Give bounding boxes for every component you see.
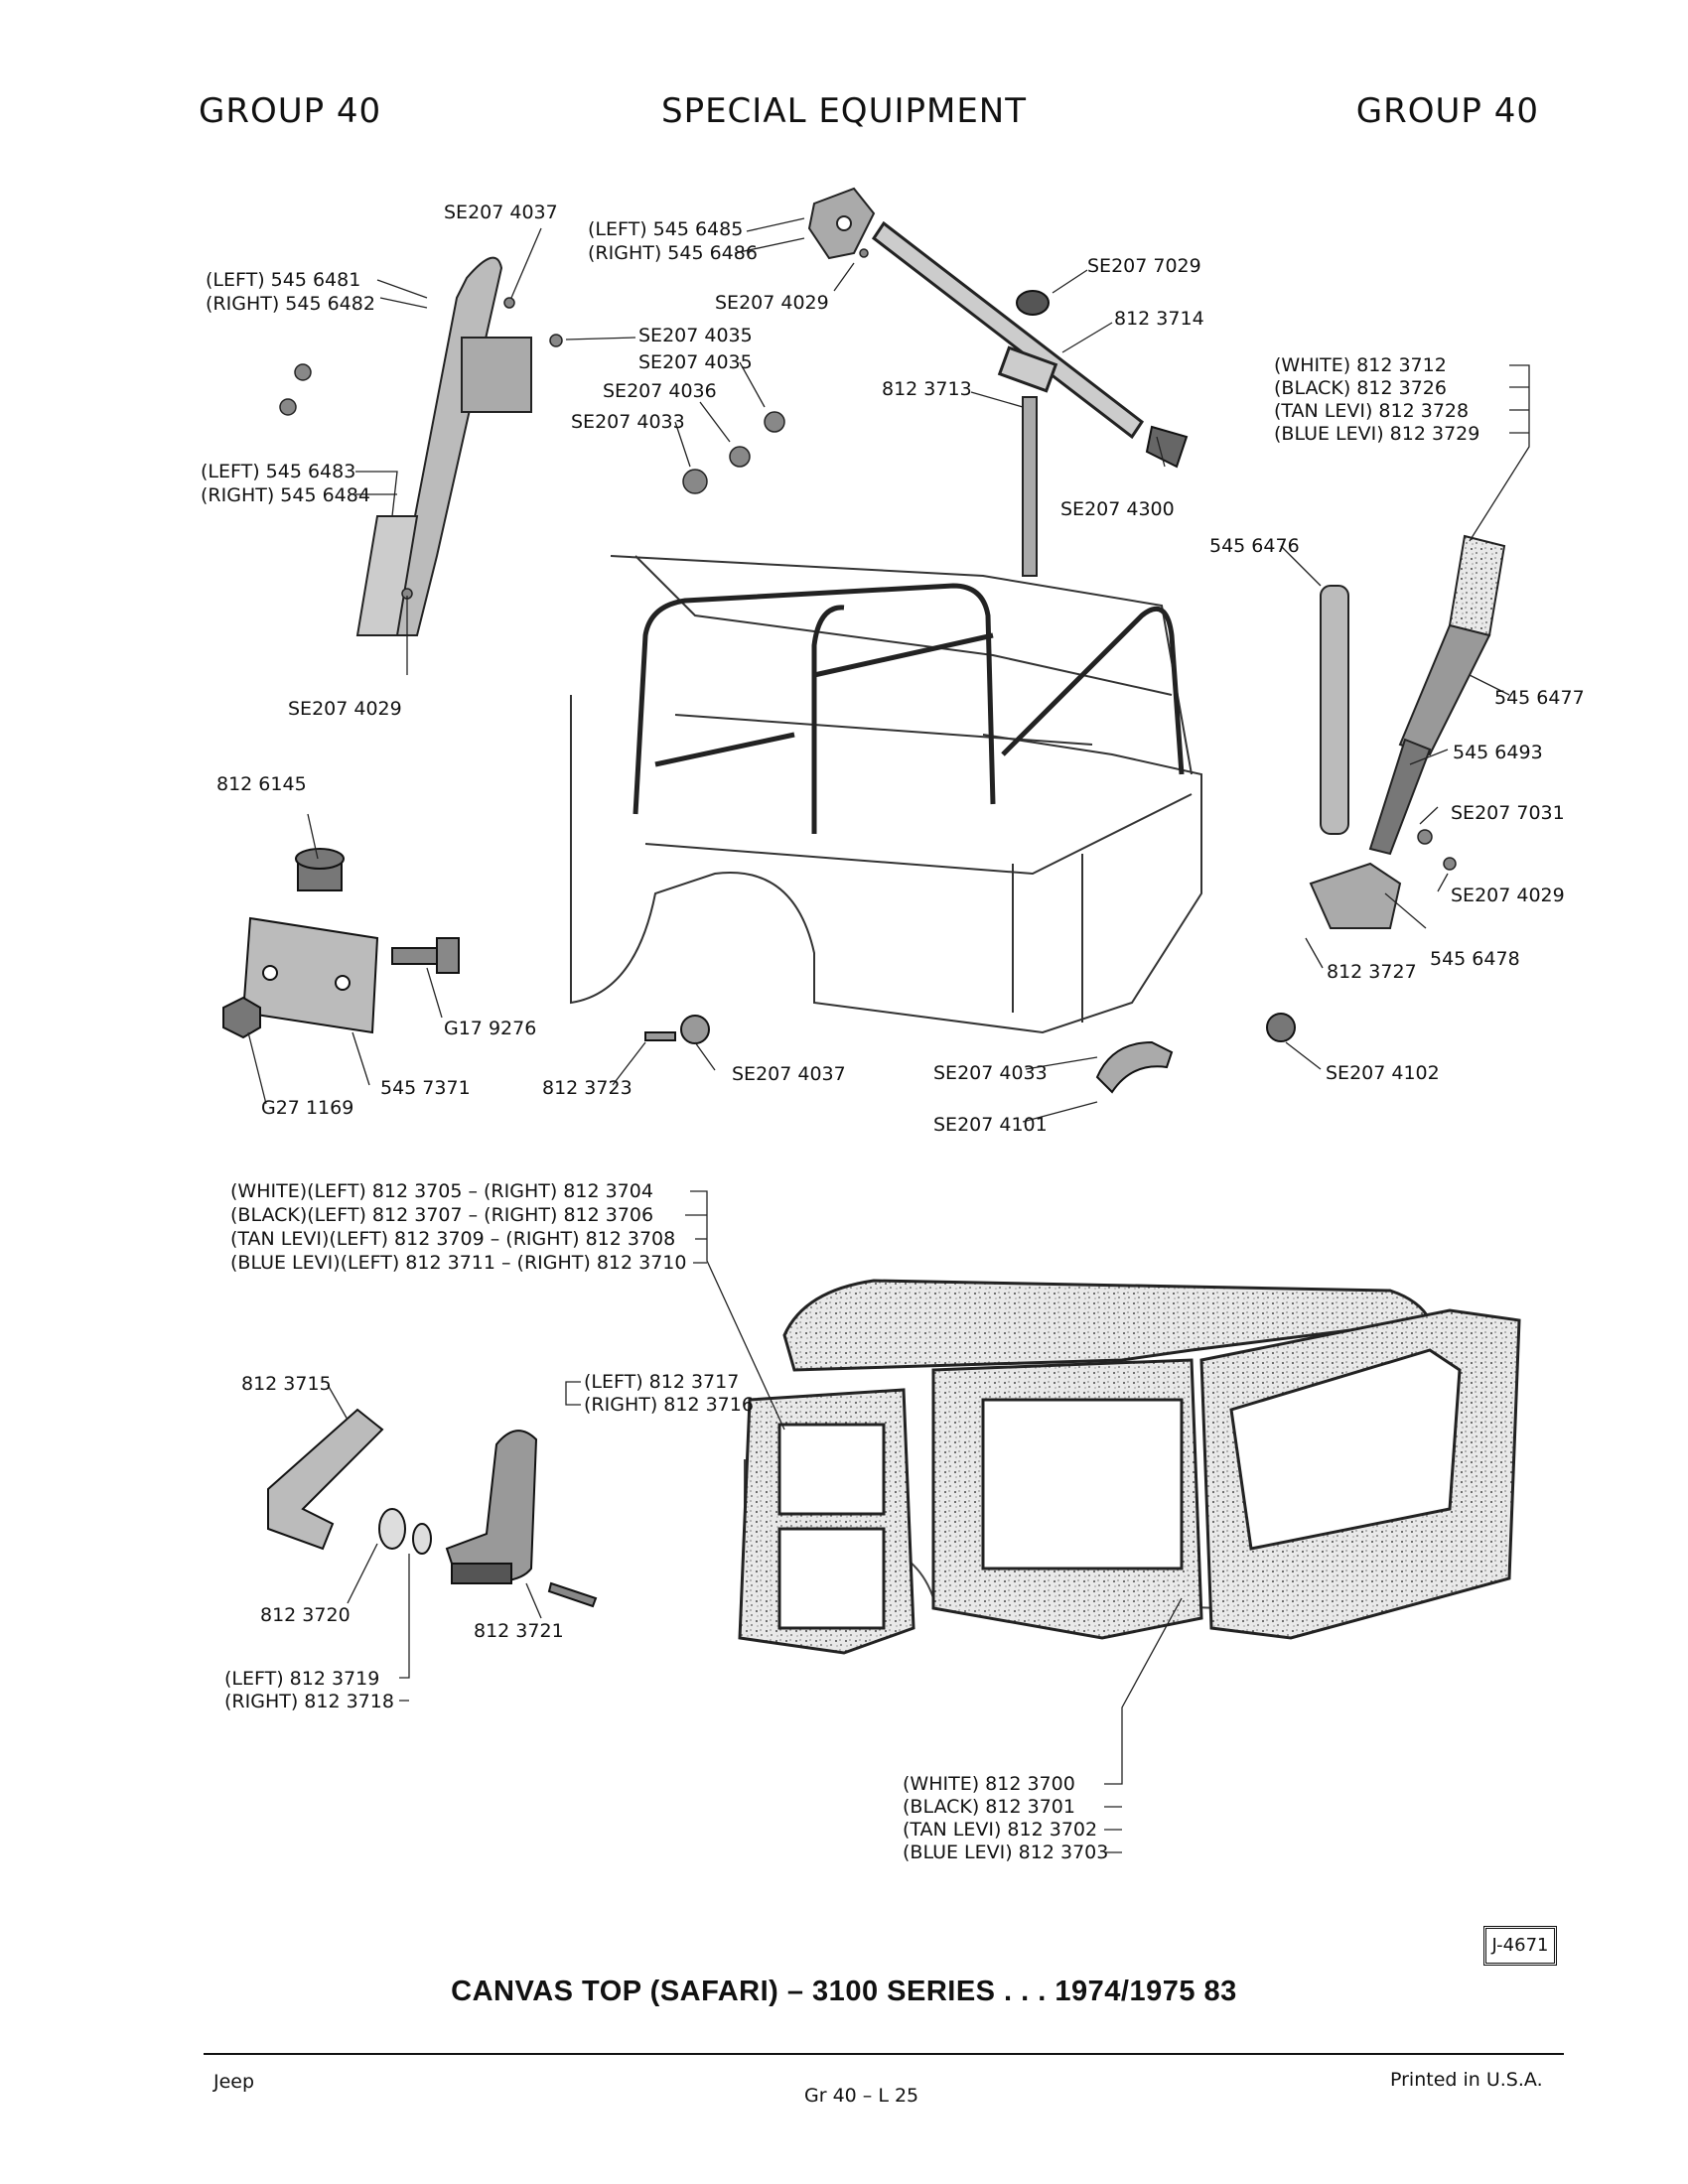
part-label: (TAN LEVI) 812 3702 xyxy=(903,1819,1098,1841)
part-label: (RIGHT) 545 6486 xyxy=(588,242,758,264)
latch-screw xyxy=(547,1581,598,1608)
part-label: 545 6476 xyxy=(1209,535,1300,557)
part-label: (WHITE) 812 3712 xyxy=(1274,354,1447,376)
part-label: 812 3727 xyxy=(1327,961,1417,983)
part-label: (LEFT) 545 6483 xyxy=(201,461,356,482)
safari-top-side-panel xyxy=(931,1358,1203,1640)
part-label: (BLUE LEVI)(LEFT) 812 3711 – (RIGHT) 812… xyxy=(230,1252,687,1274)
part-label: 812 3720 xyxy=(260,1604,351,1626)
door-latch xyxy=(445,1430,538,1584)
bushing xyxy=(295,848,345,891)
rubber-grommet xyxy=(1016,290,1050,316)
safari-door-frame xyxy=(738,1388,915,1655)
part-label: (BLACK) 812 3726 xyxy=(1274,377,1447,399)
figure-id-box: J-4671 xyxy=(1483,1926,1557,1966)
part-label: SE207 4035 xyxy=(638,325,753,346)
part-label: (WHITE) 812 3700 xyxy=(903,1773,1075,1795)
part-label: (LEFT) 545 6485 xyxy=(588,218,744,240)
hinge-plate xyxy=(241,916,379,1034)
washer-set xyxy=(378,1508,432,1555)
part-label: G27 1169 xyxy=(261,1097,354,1119)
part-label: SE207 4029 xyxy=(288,698,402,720)
bow-tube-part xyxy=(1320,585,1349,835)
part-label: 545 6478 xyxy=(1430,948,1520,970)
part-label: SE207 4037 xyxy=(732,1063,846,1085)
part-label: (RIGHT) 812 3718 xyxy=(224,1691,394,1712)
cross-bow-bar xyxy=(871,220,1145,440)
part-label: G17 9276 xyxy=(444,1018,537,1039)
part-label: 812 3715 xyxy=(241,1373,332,1395)
door-hinge-bracket-left xyxy=(355,256,532,636)
part-label: (TAN LEVI)(LEFT) 812 3709 – (RIGHT) 812 … xyxy=(230,1228,676,1250)
upright-bow xyxy=(1022,396,1038,577)
small-fasteners xyxy=(279,248,1457,871)
part-label: (LEFT) 812 3717 xyxy=(584,1371,740,1393)
corner-bracket xyxy=(807,187,876,260)
part-label: SE207 4101 xyxy=(933,1114,1048,1136)
part-label: 812 6145 xyxy=(216,773,307,795)
part-label: (RIGHT) 545 6484 xyxy=(201,484,370,506)
part-label: SE207 4037 xyxy=(444,202,558,223)
footer-printed: Printed in U.S.A. xyxy=(1390,2069,1543,2091)
part-label: SE207 4102 xyxy=(1326,1062,1440,1084)
header-group-left: GROUP 40 xyxy=(199,91,382,131)
end-cap xyxy=(1145,425,1189,469)
roll-bar xyxy=(633,583,1185,834)
snap-fastener xyxy=(1266,1013,1296,1042)
part-label: SE207 7029 xyxy=(1087,255,1201,277)
part-label: 812 3714 xyxy=(1114,308,1204,330)
part-label: SE207 4033 xyxy=(933,1062,1048,1084)
figure-caption: CANVAS TOP (SAFARI) – 3100 SERIES . . . … xyxy=(451,1976,1237,2007)
part-label: (BLUE LEVI) 812 3729 xyxy=(1274,423,1480,445)
part-label: (LEFT) 812 3719 xyxy=(224,1668,380,1690)
screw-and-cap xyxy=(644,1015,710,1044)
bow-pivot-bracket xyxy=(1309,862,1402,929)
part-label: SE207 4029 xyxy=(715,292,829,314)
part-label: SE207 7031 xyxy=(1451,802,1565,824)
part-label: 812 3713 xyxy=(882,378,972,400)
part-label: (LEFT) 545 6481 xyxy=(206,269,361,291)
part-label: (BLACK) 812 3701 xyxy=(903,1796,1075,1818)
footer-page-ref: Gr 40 – L 25 xyxy=(804,2085,919,2107)
part-label: (BLUE LEVI) 812 3703 xyxy=(903,1842,1109,1863)
bolt xyxy=(391,937,460,974)
part-label: SE207 4035 xyxy=(638,351,753,373)
part-label: 812 3721 xyxy=(474,1620,564,1642)
part-label: 812 3723 xyxy=(542,1077,633,1099)
part-label: SE207 4033 xyxy=(571,411,685,433)
part-label: (RIGHT) 545 6482 xyxy=(206,293,375,315)
safari-top-rear-panel xyxy=(1199,1308,1521,1640)
door-handle xyxy=(267,1408,384,1551)
part-label: SE207 4036 xyxy=(603,380,717,402)
part-label: (RIGHT) 812 3716 xyxy=(584,1394,754,1416)
part-label: 545 6477 xyxy=(1494,687,1585,709)
footer-divider xyxy=(204,2053,1564,2055)
part-label: SE207 4029 xyxy=(1451,885,1565,906)
part-label: (BLACK)(LEFT) 812 3707 – (RIGHT) 812 370… xyxy=(230,1204,654,1226)
part-label: 545 6493 xyxy=(1453,742,1543,763)
part-label: 545 7371 xyxy=(380,1077,471,1099)
bow-tube-covered xyxy=(1368,534,1506,856)
header-title: SPECIAL EQUIPMENT xyxy=(660,91,1028,131)
header-group-right: GROUP 40 xyxy=(1355,91,1539,131)
part-label: SE207 4300 xyxy=(1060,498,1175,520)
part-label: (TAN LEVI) 812 3728 xyxy=(1274,400,1470,422)
hex-nut xyxy=(222,996,261,1039)
leader-lines xyxy=(247,217,1530,1853)
part-label: (WHITE)(LEFT) 812 3705 – (RIGHT) 812 370… xyxy=(230,1180,653,1202)
footer-brand: Jeep xyxy=(213,2071,255,2093)
strap-clip xyxy=(1095,1040,1174,1094)
jeep-body-upper xyxy=(570,555,1202,1034)
